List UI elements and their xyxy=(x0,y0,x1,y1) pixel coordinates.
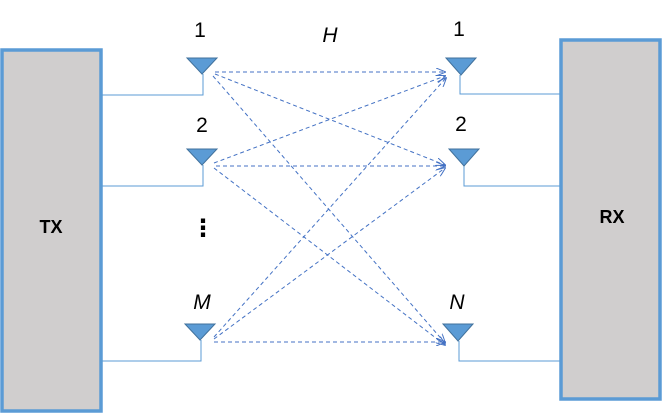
rx-label: RX xyxy=(599,207,624,227)
tx-label: TX xyxy=(39,217,62,237)
rx-antenna-2-label: 2 xyxy=(455,113,467,136)
tx-feed-line-1 xyxy=(101,74,204,96)
tx-antenna-1-label: 1 xyxy=(194,19,206,42)
link-tx1-rxn xyxy=(212,75,445,343)
tx-antenna-m-icon xyxy=(183,323,217,341)
rx-feed-line-n xyxy=(458,341,561,362)
rx-feed-line-1 xyxy=(459,75,561,95)
tx-antenna-2-label: 2 xyxy=(196,114,208,137)
channel-label: H xyxy=(322,24,338,47)
tx-feed-line-m xyxy=(101,340,202,362)
tx-antenna-ellipsis: ⋮ xyxy=(191,215,215,242)
link-txm-rx1 xyxy=(213,78,446,338)
rx-antenna-2-icon xyxy=(447,148,481,167)
link-txm-rx2 xyxy=(213,168,445,340)
rx-box xyxy=(559,38,662,401)
tx-antenna-m-label: M xyxy=(193,291,211,314)
tx-antenna-1-icon xyxy=(185,57,219,75)
tx-feed-line-2 xyxy=(101,165,204,187)
rx-feed-line-2 xyxy=(463,166,561,187)
rx-antenna-1-icon xyxy=(444,57,478,76)
link-tx2-rxn xyxy=(213,167,445,345)
link-tx2-rx1 xyxy=(213,76,445,164)
tx-antenna-2-icon xyxy=(185,148,219,166)
link-tx1-rx2 xyxy=(214,73,445,165)
tx-box xyxy=(0,48,103,413)
rx-antenna-n-label: N xyxy=(449,291,465,314)
rx-antenna-n-icon xyxy=(441,323,475,342)
rx-antenna-1-label: 1 xyxy=(453,18,465,41)
